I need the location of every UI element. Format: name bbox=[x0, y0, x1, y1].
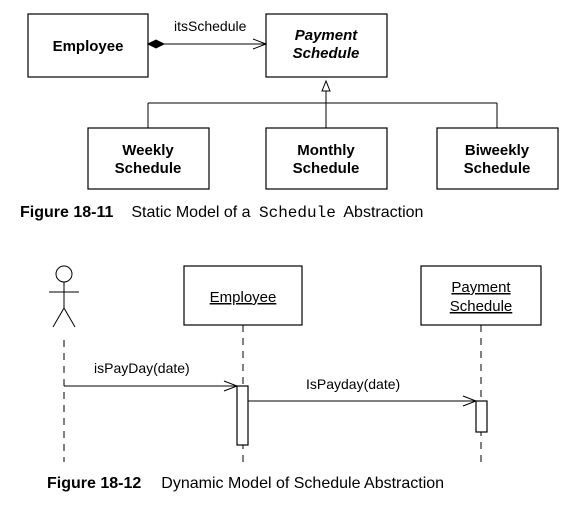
generalization-triangle bbox=[321, 79, 331, 92]
weekly-schedule-label-line1: Weekly bbox=[122, 142, 174, 159]
payment-schedule-activation-bar bbox=[475, 400, 488, 433]
actor-icon bbox=[49, 265, 79, 328]
composition-diamond bbox=[146, 39, 166, 49]
figure-18-11-text-before: Static Model of a bbox=[131, 204, 255, 221]
association-label: itsSchedule bbox=[174, 18, 247, 34]
weekly-schedule-label-line2: Schedule bbox=[115, 160, 182, 177]
message-1-label: isPayDay(date) bbox=[94, 360, 190, 376]
payment-schedule-object-label-line1: Payment bbox=[451, 279, 511, 296]
monthly-schedule-label-line2: Schedule bbox=[293, 160, 360, 177]
biweekly-schedule-label-line1: Biweekly bbox=[465, 142, 530, 159]
association-arrowhead bbox=[252, 38, 268, 50]
its-schedule-association: itsSchedule bbox=[146, 18, 268, 50]
figure-18-11-number: Figure 18-11 bbox=[20, 204, 113, 221]
figure-18-11-text-after: Abstraction bbox=[340, 204, 424, 221]
figure-18-12-text: Dynamic Model of Schedule Abstraction bbox=[161, 475, 444, 492]
figure-18-12-caption: Figure 18-12 Dynamic Model of Schedule A… bbox=[47, 475, 444, 492]
employee-activation-bar bbox=[236, 385, 249, 446]
biweekly-schedule-label-line2: Schedule bbox=[464, 160, 531, 177]
biweekly-schedule-class-box: Biweekly Schedule bbox=[436, 127, 559, 190]
payment-schedule-label-line2: Schedule bbox=[293, 45, 360, 62]
employee-class-label: Employee bbox=[53, 38, 124, 55]
employee-object-box: Employee bbox=[183, 265, 303, 326]
monthly-schedule-class-box: Monthly Schedule bbox=[265, 127, 388, 190]
monthly-schedule-label-line1: Monthly bbox=[297, 142, 355, 159]
inheritance-tree bbox=[147, 79, 498, 128]
payment-schedule-object-label-line2: Schedule bbox=[450, 298, 513, 315]
employee-object-label: Employee bbox=[210, 289, 277, 306]
dynamic-model: Employee Payment Schedule isPayDay(date)… bbox=[47, 265, 542, 492]
figure-18-11-caption: Figure 18-11 Static Model of a Schedule … bbox=[20, 204, 423, 222]
weekly-schedule-class-box: Weekly Schedule bbox=[87, 127, 210, 190]
message-2-arrowhead bbox=[462, 395, 478, 407]
payment-schedule-class-box: Payment Schedule bbox=[265, 13, 388, 78]
message-ispayday-1: isPayDay(date) bbox=[64, 360, 239, 392]
payment-schedule-label-line1: Payment bbox=[295, 27, 359, 44]
employee-class-box: Employee bbox=[27, 13, 149, 78]
static-model: Employee Payment Schedule itsSchedule bbox=[20, 13, 559, 222]
message-ispayday-2: IsPayday(date) bbox=[248, 376, 478, 407]
figure-18-12-number: Figure 18-12 bbox=[47, 475, 141, 492]
message-2-label: IsPayday(date) bbox=[306, 376, 400, 392]
figure-18-11-code: Schedule bbox=[259, 204, 336, 222]
payment-schedule-object-box: Payment Schedule bbox=[420, 265, 542, 326]
message-1-arrowhead bbox=[223, 380, 239, 392]
